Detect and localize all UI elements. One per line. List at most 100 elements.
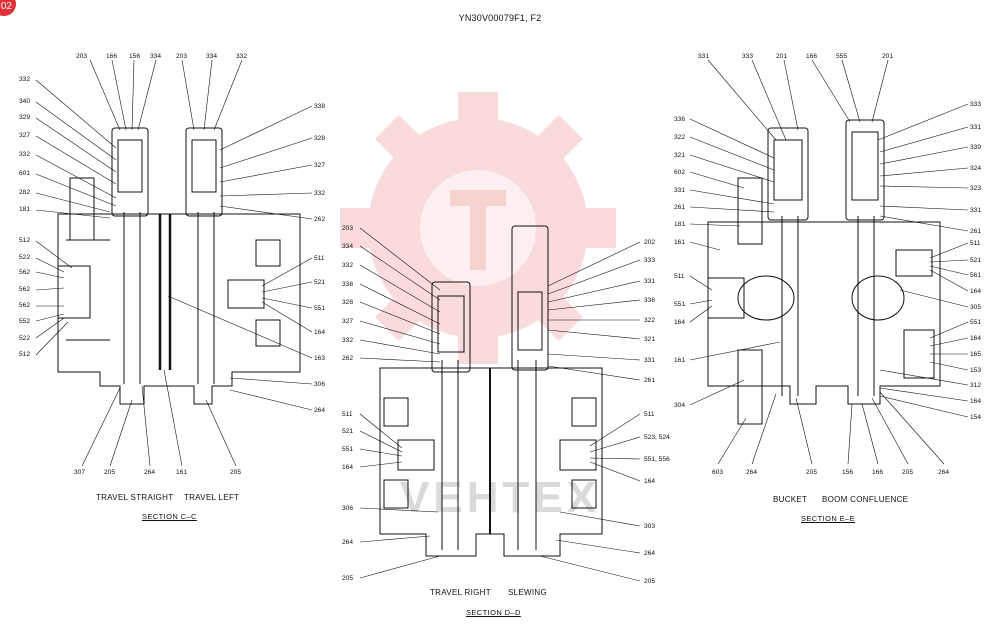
part-number: 552 — [19, 318, 30, 325]
part-number: 181 — [674, 221, 685, 228]
part-number: 511 — [644, 411, 655, 418]
part-number: 332 — [19, 76, 30, 83]
part-number: 205 — [230, 469, 241, 476]
part-number: 551 — [314, 305, 325, 312]
part-number: 324 — [970, 165, 981, 172]
watermark-gear-hub — [450, 190, 506, 270]
part-number: 336 — [674, 116, 685, 123]
part-number: 562 — [19, 302, 30, 309]
part-number: 322 — [674, 134, 685, 141]
drawing-number: YN30V00079F1, F2 — [458, 13, 542, 23]
part-number: 264 — [314, 407, 325, 414]
part-number: 332 — [342, 337, 353, 344]
part-number: 512 — [19, 351, 30, 358]
part-number: 331 — [644, 357, 655, 364]
part-number: 339 — [970, 144, 981, 151]
part-number: 321 — [644, 336, 655, 343]
part-number: 202 — [644, 239, 655, 246]
section-d-title: SECTION D–D — [466, 608, 521, 617]
part-number: 164 — [970, 335, 981, 342]
part-number: 329 — [19, 114, 30, 121]
part-number: 511 — [314, 255, 325, 262]
watermark-text: VEHTEX — [400, 473, 600, 522]
section-d-part-numbers: 203 334 332 338 328 327 332 262 511 521 … — [342, 225, 670, 585]
part-number: 164 — [342, 464, 353, 471]
part-number: 562 — [19, 269, 30, 276]
section-e-body — [707, 119, 941, 425]
part-number: 332 — [314, 190, 325, 197]
part-number: 264 — [938, 469, 949, 476]
part-number: 334 — [206, 53, 217, 60]
section-e-part-numbers: 331 333 201 166 555 201 336 322 321 602 … — [674, 53, 981, 476]
part-number: 205 — [644, 578, 655, 585]
part-number: 164 — [970, 398, 981, 405]
part-number: 261 — [644, 377, 655, 384]
part-number: 511 — [342, 411, 353, 418]
part-number: 203 — [76, 53, 87, 60]
part-number: 327 — [342, 318, 353, 325]
part-number: 562 — [19, 286, 30, 293]
part-number: 205 — [104, 469, 115, 476]
part-number: 306 — [314, 381, 325, 388]
part-number: 338 — [342, 281, 353, 288]
part-number: 264 — [342, 539, 353, 546]
part-number: 331 — [970, 124, 981, 131]
part-number: 522 — [19, 335, 30, 342]
section-e-callouts — [689, 59, 969, 465]
section-d-body — [379, 225, 603, 557]
part-number: 166 — [872, 469, 883, 476]
part-number: 261 — [970, 228, 981, 235]
part-number: 327 — [314, 162, 325, 169]
part-number: 521 — [342, 428, 353, 435]
part-number: 331 — [698, 53, 709, 60]
part-number: 205 — [902, 469, 913, 476]
part-number: 323 — [970, 185, 981, 192]
part-number: 164 — [970, 288, 981, 295]
caption-travel-right: TRAVEL RIGHT — [430, 588, 491, 597]
part-number: 156 — [842, 469, 853, 476]
part-number: 264 — [746, 469, 757, 476]
part-number: 154 — [970, 414, 981, 421]
part-number: 333 — [970, 101, 981, 108]
section-c-body — [57, 127, 301, 405]
part-number: 602 — [674, 169, 685, 176]
caption-slewing: SLEWING — [508, 588, 547, 597]
part-number: 163 — [314, 355, 325, 362]
part-number: 521 — [314, 279, 325, 286]
section-c-callouts — [35, 59, 313, 467]
part-number: 551, 556 — [644, 456, 670, 463]
part-number: 322 — [644, 317, 655, 324]
part-number: 333 — [644, 257, 655, 264]
part-number: 334 — [342, 243, 353, 250]
part-number: 303 — [644, 523, 655, 530]
part-number: 555 — [836, 53, 847, 60]
part-number: 331 — [674, 187, 685, 194]
part-number: 201 — [882, 53, 893, 60]
caption-travel-straight: TRAVEL STRAIGHT — [96, 493, 174, 502]
part-number: 261 — [674, 204, 685, 211]
caption-bucket: BUCKET — [773, 495, 808, 504]
part-number: 511 — [674, 273, 685, 280]
part-number: 304 — [674, 402, 685, 409]
part-number: 264 — [644, 550, 655, 557]
part-number: 181 — [19, 206, 30, 213]
part-number: 327 — [19, 132, 30, 139]
part-number: 336 — [644, 297, 655, 304]
part-number: 164 — [674, 319, 685, 326]
part-number: 205 — [342, 575, 353, 582]
part-number: 312 — [970, 382, 981, 389]
part-number: 512 — [19, 237, 30, 244]
part-number: 166 — [106, 53, 117, 60]
part-number: 161 — [674, 239, 685, 246]
part-number: 306 — [342, 505, 353, 512]
part-number: 203 — [176, 53, 187, 60]
part-number: 307 — [74, 469, 85, 476]
part-number: 603 — [712, 469, 723, 476]
part-number: 282 — [19, 189, 30, 196]
part-number: 601 — [19, 170, 30, 177]
part-number: 561 — [970, 272, 981, 279]
part-number: 523, 524 — [644, 434, 670, 441]
part-number: 203 — [342, 225, 353, 232]
part-number: 164 — [644, 478, 655, 485]
